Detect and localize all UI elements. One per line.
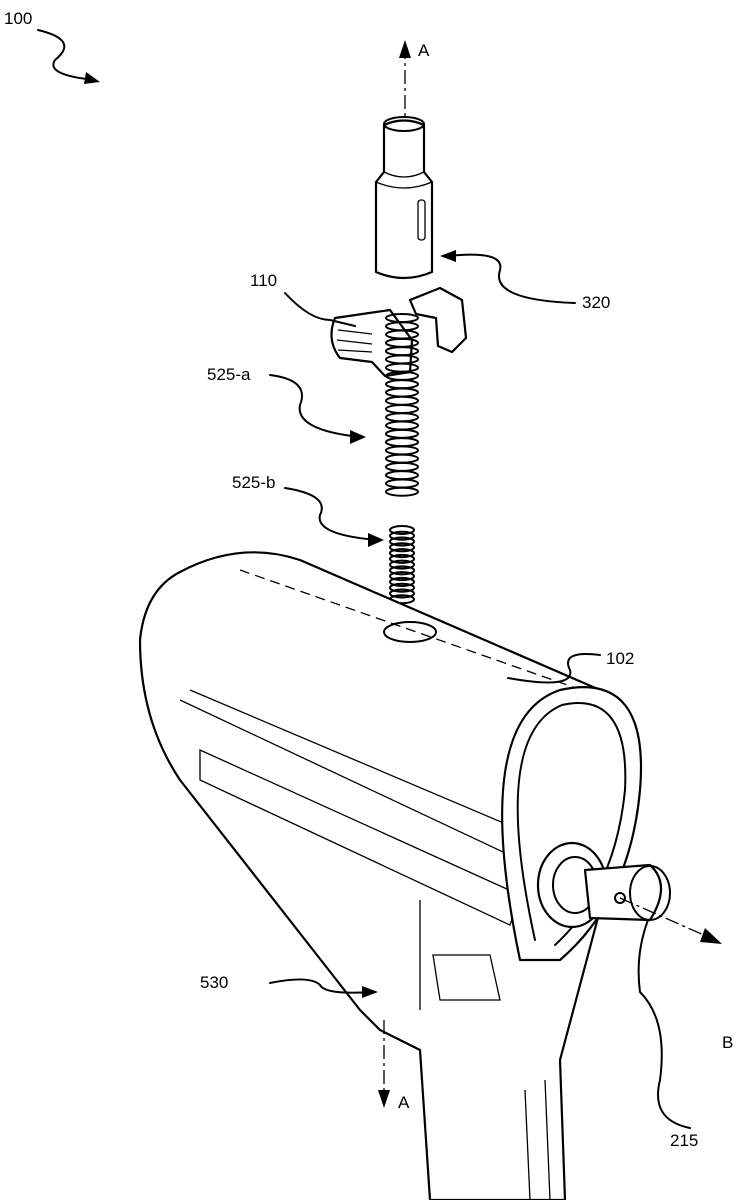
spring-coil [389,588,415,599]
leader-lines [37,29,691,1129]
spring-coil [385,437,419,448]
spring-coil [385,404,419,414]
spring-coil [389,576,415,587]
spring-coil [389,565,415,576]
spring-coil [385,461,419,472]
spring-525-a [385,313,419,497]
spring-coil [389,582,415,593]
label-215: 215 [670,1131,698,1150]
spring-coil [389,536,415,547]
spring-coil [385,478,419,489]
spring-coil [385,420,419,431]
label-525-a: 525-a [207,365,251,384]
spring-coil [389,548,415,559]
spring-coil [385,445,419,456]
stock-body-102 [138,551,642,1200]
spring-coil [385,395,419,406]
spring-coil [389,542,415,553]
spring-coil [389,530,415,541]
plunger-320 [374,116,434,280]
latch-110 [330,286,468,378]
end-cap-215 [536,841,671,929]
axis-a-top [399,40,411,120]
spring-coil [389,525,415,535]
label-530: 530 [200,973,228,992]
spring-coil [389,559,415,570]
label-102: 102 [606,649,634,668]
spring-coil [385,453,419,464]
spring-coil [385,486,419,497]
axis-a-bottom [378,1020,390,1108]
axis-b [619,897,722,944]
spring-coil [385,428,419,439]
label-axis-a-top: A [418,41,430,60]
label-axis-a-bottom: A [398,1093,410,1112]
spring-coil [385,470,419,481]
spring-coil [389,553,415,564]
spring-coil [385,379,419,390]
label-100: 100 [4,9,32,28]
spring-525-b [389,525,415,605]
label-110: 110 [250,271,277,290]
spring-coil [385,387,419,398]
label-320: 320 [582,293,610,312]
label-axis-b: B [722,1033,733,1052]
spring-coil [389,571,415,582]
spring-coil [385,412,419,423]
label-525-b: 525-b [232,473,275,492]
